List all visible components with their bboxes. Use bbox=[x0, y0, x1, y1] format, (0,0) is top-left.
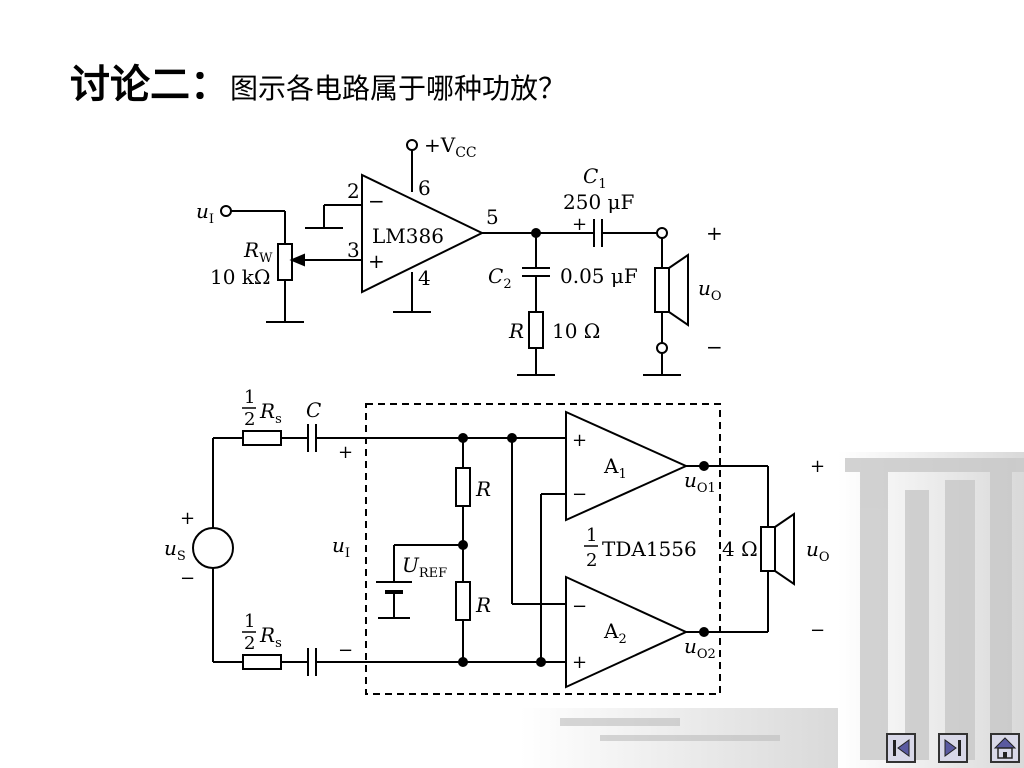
home-button[interactable] bbox=[990, 733, 1020, 763]
in-minus: − bbox=[338, 640, 353, 661]
title-main: 讨论二： bbox=[70, 62, 230, 108]
r-lower-resistor bbox=[455, 581, 471, 621]
chip-frac-num: 1 bbox=[586, 525, 597, 546]
output-label: uO bbox=[698, 276, 722, 304]
out-plus: + bbox=[706, 221, 723, 245]
prev-slide-icon bbox=[893, 739, 910, 757]
load-label: 4 Ω bbox=[722, 537, 758, 561]
r-value: 10 Ω bbox=[552, 319, 600, 343]
resistor-r bbox=[528, 311, 544, 349]
r-label: R bbox=[508, 319, 524, 343]
pin4-label: 4 bbox=[418, 266, 431, 290]
pin2-label: 2 bbox=[347, 179, 360, 203]
title-question: 图示各电路属于哪种功放？ bbox=[230, 72, 567, 105]
c1-value: 250 μF bbox=[563, 190, 635, 214]
potentiometer-rw bbox=[277, 243, 293, 281]
source-minus: − bbox=[180, 568, 195, 589]
rs-top-resistor bbox=[242, 430, 282, 446]
c-label: C bbox=[306, 398, 321, 422]
amplifier-a1 bbox=[565, 410, 689, 522]
a2-minus: − bbox=[572, 596, 587, 617]
rs-bottom-resistor bbox=[242, 654, 282, 670]
out2-plus: + bbox=[810, 456, 825, 477]
rs-bottom-label: Rs bbox=[259, 623, 282, 651]
input-label: uI bbox=[196, 199, 214, 227]
c2-label: C2 bbox=[488, 264, 512, 292]
next-slide-button[interactable] bbox=[938, 733, 968, 763]
voltage-source-icon bbox=[192, 527, 234, 569]
pin5-label: 5 bbox=[486, 205, 499, 229]
rs-top-frac-num: 1 bbox=[244, 387, 255, 408]
slide-title: 讨论二：图示各电路属于哪种功放？ bbox=[70, 52, 566, 110]
pin3-label: 3 bbox=[347, 238, 360, 262]
a1-minus: − bbox=[572, 484, 587, 505]
next-slide-icon bbox=[944, 739, 961, 757]
ui-label: uI bbox=[332, 533, 350, 561]
rw-label: RW bbox=[243, 238, 273, 266]
speaker-icon bbox=[654, 267, 670, 313]
a2-label: A2 bbox=[603, 619, 627, 647]
c2-value: 0.05 μF bbox=[560, 264, 638, 288]
pin2-minus: − bbox=[368, 189, 385, 213]
in-plus: + bbox=[338, 442, 353, 463]
tda1556-label: TDA1556 bbox=[602, 537, 697, 561]
rs-top-label: Rs bbox=[259, 399, 282, 427]
tda1556-circuit: + uS − 1 2 Rs C + 1 2 Rs − uI bbox=[164, 387, 830, 695]
c1-plus: + bbox=[572, 214, 587, 235]
chip-frac-den: 2 bbox=[586, 550, 597, 571]
r-upper-label: R bbox=[475, 477, 491, 501]
rw-value: 10 kΩ bbox=[210, 265, 271, 289]
home-icon bbox=[993, 737, 1017, 759]
uref-label: UREF bbox=[402, 553, 447, 581]
speaker-icon bbox=[760, 526, 776, 572]
vcc-label: +VCC bbox=[424, 133, 477, 161]
source-label: uS bbox=[164, 536, 186, 564]
c1-label: C1 bbox=[583, 164, 607, 192]
output2-label: uO bbox=[806, 537, 830, 565]
r-lower-label: R bbox=[475, 593, 491, 617]
a2-plus: + bbox=[572, 652, 587, 673]
rs-top-frac-den: 2 bbox=[244, 409, 255, 430]
r-upper-resistor bbox=[455, 467, 471, 507]
rs-bottom-frac-den: 2 bbox=[244, 633, 255, 654]
rs-bottom-frac-num: 1 bbox=[244, 611, 255, 632]
lm386-amplifier bbox=[361, 173, 485, 294]
out-minus: − bbox=[706, 335, 723, 359]
lm386-label: LM386 bbox=[372, 224, 444, 248]
uo1-label: uO1 bbox=[684, 468, 716, 496]
pin3-plus: + bbox=[368, 249, 385, 273]
lm386-circuit: +VCC LM386 − + 2 3 6 4 5 uI RW 10 kΩ bbox=[196, 133, 723, 376]
pin6-label: 6 bbox=[418, 176, 431, 200]
out2-minus: − bbox=[810, 620, 825, 641]
amplifier-a2 bbox=[565, 575, 689, 689]
a1-plus: + bbox=[572, 430, 587, 451]
source-plus: + bbox=[180, 508, 195, 529]
uo2-label: uO2 bbox=[684, 634, 716, 662]
prev-slide-button[interactable] bbox=[886, 733, 916, 763]
a1-label: A1 bbox=[603, 454, 627, 482]
chip-boundary bbox=[365, 403, 721, 695]
